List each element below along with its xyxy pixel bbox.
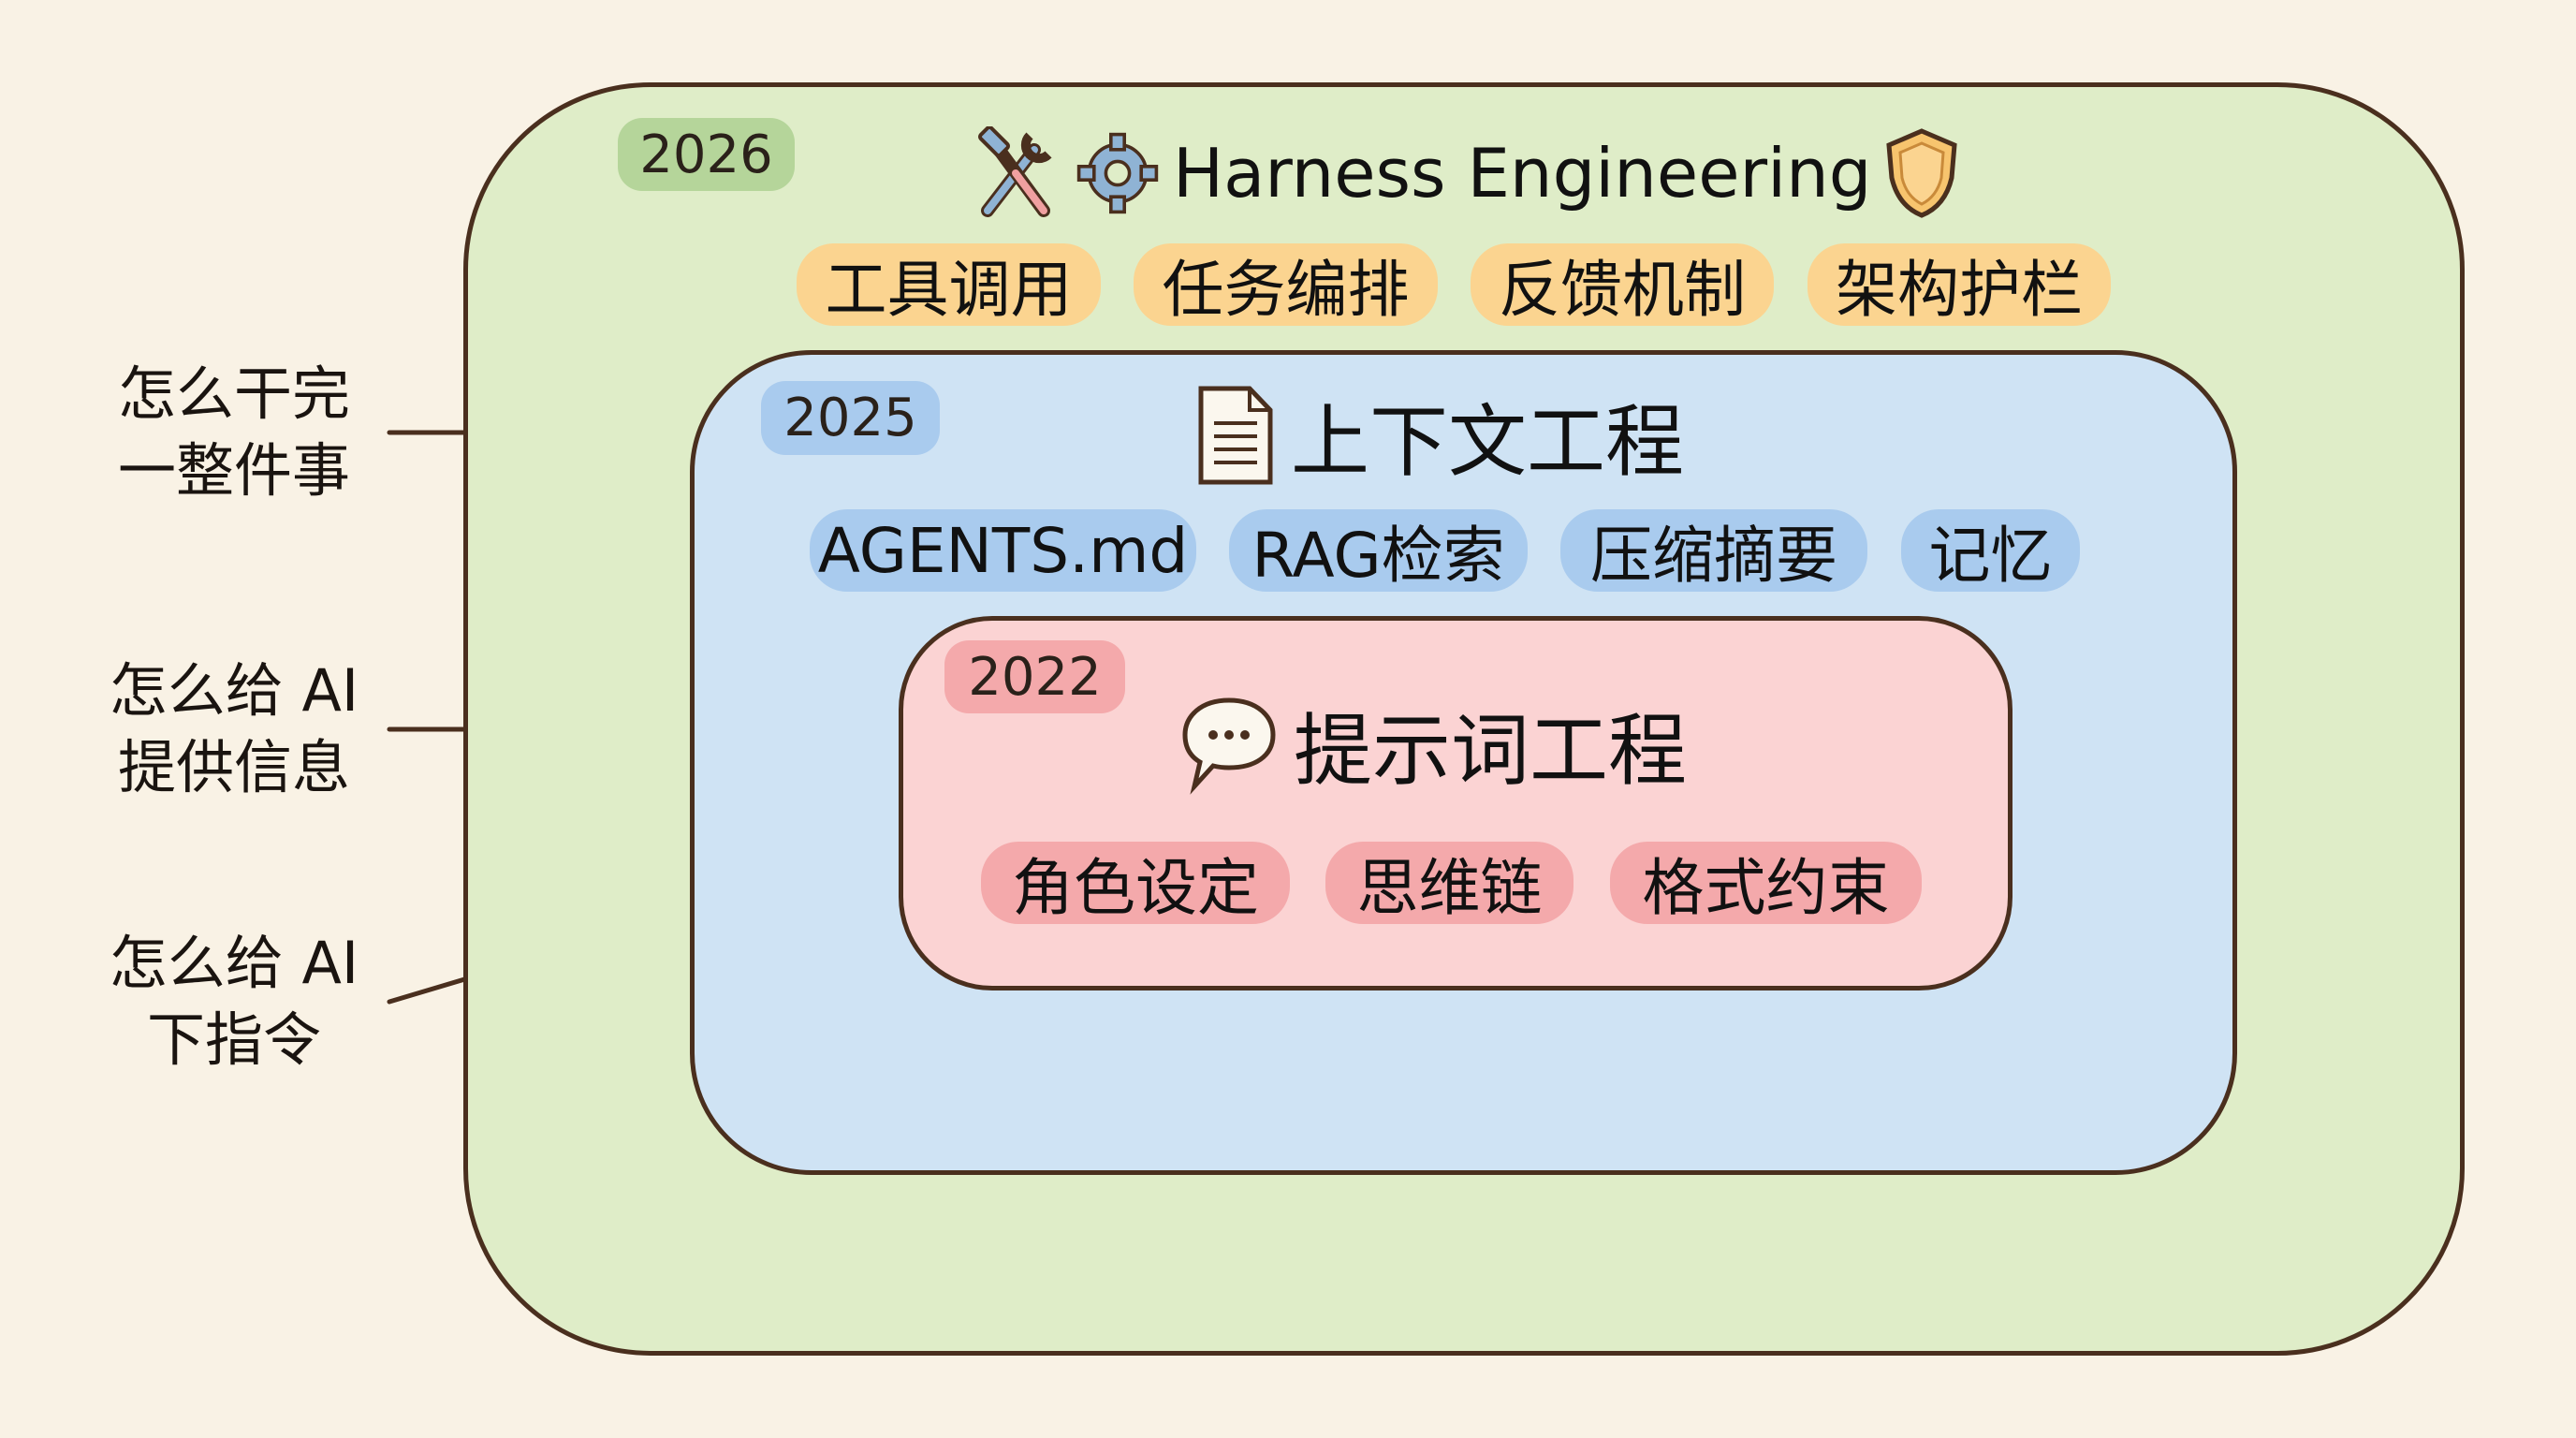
side-label-line: 提供信息 [117, 733, 350, 801]
side-label-line: 一整件事 [117, 436, 350, 505]
side-label-prompt: 怎么给 AI 下指令 [80, 925, 388, 1078]
chip-agents-md: AGENTS.md [810, 509, 1196, 592]
shield-icon [1886, 128, 1958, 218]
chip-tool-calling: 工具调用 [797, 243, 1101, 326]
side-label-line: 怎么给 AI [109, 929, 359, 997]
chip-architecture-guardrails: 架构护栏 [1808, 243, 2111, 326]
chip-format-constraints: 格式约束 [1610, 842, 1922, 924]
year-badge-2025: 2025 [761, 381, 940, 455]
chip-memory: 记忆 [1901, 509, 2080, 592]
side-label-line: 怎么给 AI [109, 656, 359, 725]
side-label-line: 怎么干完 [117, 360, 350, 428]
chip-task-orchestration: 任务编排 [1134, 243, 1438, 326]
side-label-harness: 怎么干完 一整件事 [80, 356, 388, 509]
year-badge-2022: 2022 [944, 640, 1125, 713]
chip-chain-of-thought: 思维链 [1325, 842, 1573, 924]
year-badge-2026: 2026 [618, 118, 795, 191]
speech-bubble-icon [1182, 697, 1276, 795]
document-icon [1198, 386, 1273, 485]
chip-feedback-mechanism: 反馈机制 [1471, 243, 1774, 326]
harness-title-text: Harness Engineering [1173, 134, 1872, 213]
gear-icon [1076, 132, 1159, 214]
chip-role-setting: 角色设定 [981, 842, 1290, 924]
context-title: 上下文工程 [1193, 379, 1684, 492]
tools-icon [977, 126, 1052, 217]
chip-compression-summary: 压缩摘要 [1560, 509, 1867, 592]
prompt-title-text: 提示词工程 [1294, 704, 1688, 797]
chip-rag-retrieval: RAG检索 [1229, 509, 1528, 592]
harness-title: Harness Engineering [969, 122, 1959, 225]
side-label-context: 怎么给 AI 提供信息 [80, 653, 388, 806]
prompt-title: 提示词工程 [1178, 688, 1687, 800]
context-title-text: 上下文工程 [1291, 395, 1685, 488]
side-label-line: 下指令 [146, 1005, 321, 1074]
